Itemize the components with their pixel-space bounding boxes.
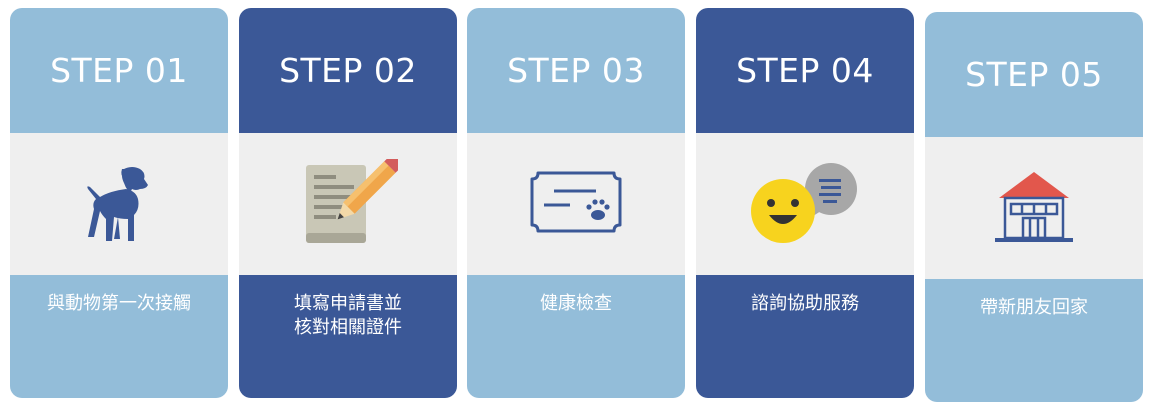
step-description-line: 與動物第一次接觸 xyxy=(47,293,191,314)
house-icon xyxy=(995,172,1073,242)
dog-icon xyxy=(87,167,148,241)
step-title: STEP 01 xyxy=(50,51,188,90)
step-description: 填寫申請書並 核對相關證件 xyxy=(239,275,457,398)
step-title: STEP 04 xyxy=(736,51,874,90)
step-icon-area xyxy=(696,133,914,275)
step-icon-area xyxy=(467,133,685,275)
step-card-4: STEP 04 諮詢協助服務 xyxy=(696,8,914,398)
step-title: STEP 03 xyxy=(507,51,645,90)
step-card-1: STEP 01 與動物第一次接觸 xyxy=(10,8,228,398)
step-card-2: STEP 02 xyxy=(239,8,457,398)
step-description: 諮詢協助服務 xyxy=(696,275,914,398)
step-title: STEP 02 xyxy=(279,51,417,90)
step-description-line: 填寫申請書並 xyxy=(294,293,402,314)
step-icon-area xyxy=(10,133,228,275)
step-icon-area xyxy=(239,133,457,275)
step-description-line: 健康檢查 xyxy=(540,293,612,314)
step-description-line: 諮詢協助服務 xyxy=(751,293,859,314)
smiley-chat-icon xyxy=(751,163,857,243)
step-description: 健康檢查 xyxy=(467,275,685,398)
step-title: STEP 05 xyxy=(965,55,1103,94)
step-icon-area xyxy=(925,137,1143,279)
step-description-line: 核對相關證件 xyxy=(294,317,402,338)
step-card-3: STEP 03 健康檢查 xyxy=(467,8,685,398)
step-description: 與動物第一次接觸 xyxy=(10,275,228,398)
step-card-5: STEP 05 帶新朋友回家 xyxy=(925,12,1143,402)
form-pencil-icon xyxy=(306,159,398,243)
step-description: 帶新朋友回家 xyxy=(925,279,1143,402)
certificate-paw-icon xyxy=(530,171,622,233)
step-description-line: 帶新朋友回家 xyxy=(980,297,1088,318)
